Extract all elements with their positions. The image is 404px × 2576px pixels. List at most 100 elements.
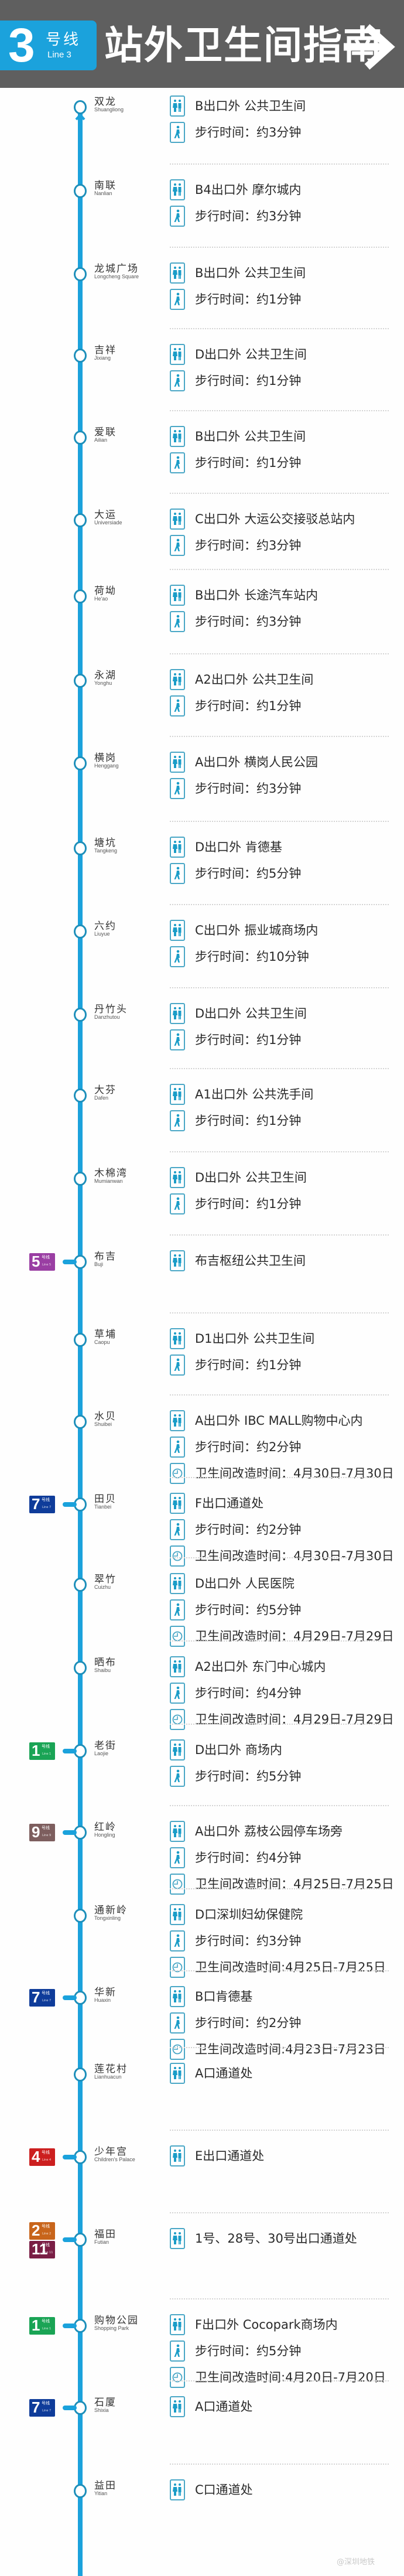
station-name-cn: 田贝 (94, 1493, 117, 1505)
toilet-icon (170, 669, 185, 690)
toilet-icon (170, 426, 185, 447)
walking-time: 步行时间：约5分钟 (195, 2344, 302, 2358)
toilet-icon (170, 752, 185, 773)
toilet-icon (170, 2396, 185, 2417)
clock-icon (170, 2367, 185, 2388)
transfer-line-cn: 号线 (42, 1497, 50, 1502)
transfer-line-number: 9 (32, 1823, 40, 1841)
station-node (74, 513, 87, 527)
toilet-icon (170, 920, 185, 941)
station-name-cn: 荷坳 (94, 585, 117, 597)
divider (170, 987, 389, 988)
divider (170, 1068, 389, 1069)
station-name-cn: 石厦 (94, 2397, 117, 2408)
toilet-icon (170, 1084, 185, 1105)
station-node (74, 756, 87, 770)
walking-person-icon (170, 1354, 185, 1376)
station-node (74, 267, 87, 281)
toilet-location: D1出口外 公共卫生间 (195, 1332, 315, 1346)
transfer-line-cn: 号线 (42, 1826, 50, 1830)
walking-person-icon (170, 2012, 185, 2033)
station-node (74, 1415, 87, 1429)
toilet-icon (170, 1167, 185, 1188)
toilet-icon (170, 2314, 185, 2335)
station-name-en: Buji (94, 1261, 104, 1267)
renovation-time: 卫生间改造时间：4月25日-7月25日 (195, 1877, 394, 1891)
toilet-location: A口通道处 (195, 2066, 253, 2080)
transfer-line-number: 5 (32, 1253, 40, 1270)
toilet-location: 布吉枢纽公共卫生间 (195, 1254, 306, 1268)
station-name-en: He'ao (94, 596, 108, 602)
station-name-en: Tianbei (94, 1504, 112, 1510)
toilet-location: E出口通道处 (195, 2149, 265, 2163)
toilet-location: D口深圳妇幼保健院 (195, 1908, 303, 1922)
walking-person-icon (170, 1766, 185, 1787)
divider (170, 2464, 389, 2465)
divider (170, 2047, 389, 2048)
walking-person-icon (170, 1683, 185, 1704)
walking-person-icon (170, 778, 185, 799)
walking-time: 步行时间：约2分钟 (195, 2016, 302, 2030)
clock-icon (170, 1957, 185, 1978)
transfer-line-number: 7 (32, 2398, 40, 2416)
toilet-icon (170, 1328, 185, 1349)
renovation-time: 卫生间改造时间：4月30日-7月30日 (195, 1549, 394, 1563)
toilet-icon (170, 1821, 185, 1842)
station-name-cn: 红岭 (94, 1821, 117, 1833)
divider (170, 1724, 389, 1725)
divider (170, 2380, 389, 2381)
walking-person-icon (170, 452, 185, 473)
walking-time: 步行时间：约1分钟 (195, 1114, 302, 1128)
station-node (74, 100, 87, 114)
transfer-line-cn: 号线 (42, 1991, 50, 1995)
station-name-cn: 购物公园 (94, 2315, 139, 2326)
station-name-cn: 布吉 (94, 1251, 117, 1263)
divider (170, 163, 389, 165)
walking-person-icon (170, 1847, 185, 1868)
station-name-en: Cuizhu (94, 1584, 111, 1590)
station-name-en: Nanlian (94, 190, 112, 196)
toilet-location: B4出口外 摩尔城内 (195, 183, 302, 197)
toilet-icon (170, 509, 185, 530)
clock-icon (170, 1545, 185, 1567)
station-name-en: Futian (94, 2239, 109, 2245)
station-name-cn: 少年宫 (94, 2146, 128, 2158)
walking-time: 步行时间：约5分钟 (195, 1603, 302, 1617)
divider (170, 493, 389, 494)
walking-person-icon (170, 1599, 185, 1620)
divider (170, 2130, 389, 2131)
station-node (74, 431, 87, 445)
toilet-icon (170, 344, 185, 365)
station-name-en: Lianhuacun (94, 2074, 122, 2080)
station-name-cn: 大芬 (94, 1084, 117, 1096)
toilet-location: A2出口外 东门中心城内 (195, 1660, 326, 1674)
station-name-cn: 吉祥 (94, 344, 117, 356)
divider (170, 904, 389, 905)
renovation-time: 卫生间改造时间:4月20日-7月20日 (195, 2370, 386, 2384)
toilet-location: 1号、28号、30号出口通道处 (195, 2232, 357, 2246)
renovation-time: 卫生间改造时间：4月29日-7月29日 (195, 1712, 394, 1727)
line-3-badge: 3 号线 Line 3 (0, 19, 97, 72)
walking-person-icon (170, 611, 185, 632)
toilet-location: B出口外 长途汽车站内 (195, 588, 319, 602)
transfer-connector (63, 2237, 77, 2242)
page-title: 站外卫生间指南 (104, 23, 383, 68)
divider (170, 653, 389, 654)
divider (170, 247, 389, 248)
station-name-en: Laojie (94, 1751, 109, 1756)
station-name-en: Shaibu (94, 1667, 111, 1673)
station-name-en: Longcheng Square (94, 274, 139, 279)
divider (170, 1234, 389, 1236)
transfer-line-cn: 号线 (42, 2401, 50, 2406)
walking-time: 步行时间：约3分钟 (195, 1934, 302, 1948)
walking-time: 步行时间：约3分钟 (195, 782, 302, 796)
divider (170, 736, 389, 737)
walking-person-icon (170, 1930, 185, 1951)
station-name-cn: 晒布 (94, 1657, 117, 1669)
toilet-icon (170, 95, 185, 117)
